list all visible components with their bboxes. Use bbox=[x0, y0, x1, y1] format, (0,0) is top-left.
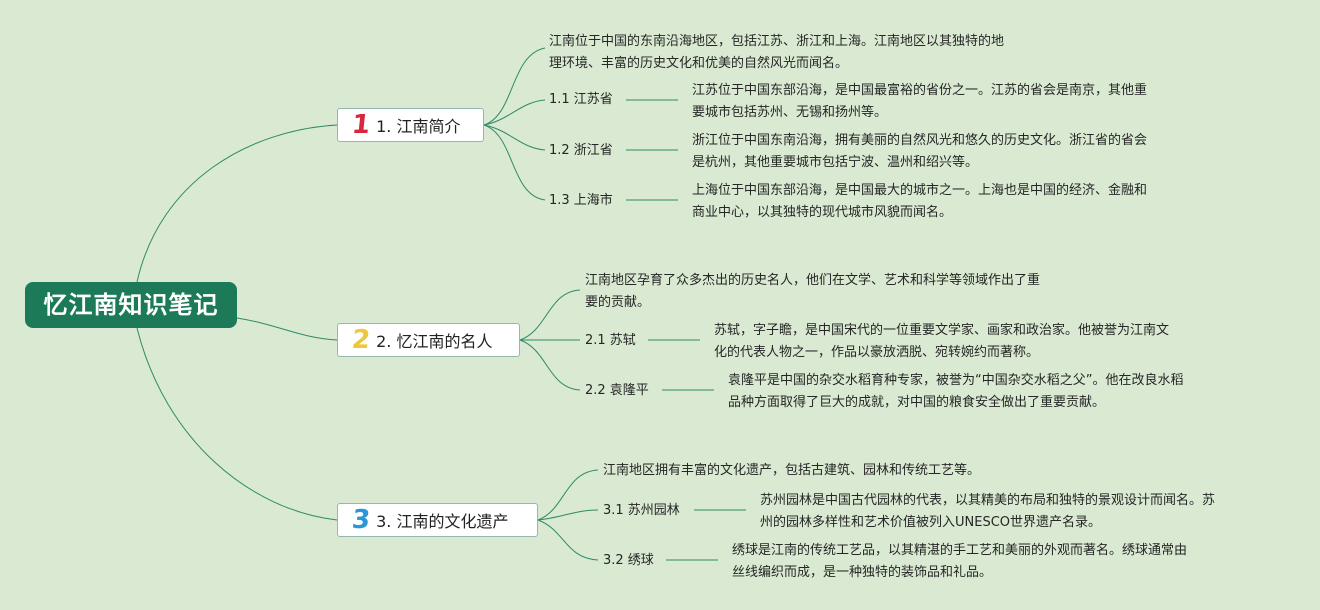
topic-summary: 江南地区拥有丰富的文化遗产，包括古建筑、园林和传统工艺等。 bbox=[603, 463, 981, 478]
number-2-icon: 2 bbox=[350, 325, 372, 355]
topic-label: 3. 江南的文化遗产 bbox=[376, 512, 509, 531]
root-title: 忆江南知识笔记 bbox=[43, 291, 219, 319]
link-t3-c2 bbox=[537, 519, 599, 561]
subtopic-description: 江苏位于中国东部沿海，是中国最富裕的省份之一。江苏的省会是南京，其他重 要城市包… bbox=[692, 83, 1148, 120]
link-root-topic-2 bbox=[236, 317, 338, 341]
number-3-icon: 3 bbox=[350, 505, 372, 535]
subtopic-embroidered-ball[interactable]: 3.2 绣球 bbox=[603, 553, 654, 568]
topic-cultural-heritage[interactable]: 3 3. 江南的文化遗产 bbox=[337, 503, 538, 537]
topic-jiangnan-celebrities[interactable]: 2 2. 忆江南的名人 bbox=[337, 323, 520, 357]
subtopic-description: 苏州园林是中国古代园林的代表，以其精美的布局和独特的景观设计而闻名。苏 州的园林… bbox=[760, 493, 1216, 530]
topic-summary: 江南地区孕育了众多杰出的历史名人，他们在文学、艺术和科学等领域作出了重 要的贡献… bbox=[585, 273, 1041, 310]
link-t2-c2 bbox=[519, 339, 581, 391]
link-root-topic-1 bbox=[136, 124, 338, 283]
subtopic-description: 上海位于中国东部沿海，是中国最大的城市之一。上海也是中国的经济、金融和 商业中心… bbox=[692, 183, 1148, 220]
topic-jiangnan-intro[interactable]: 1 1. 江南简介 bbox=[337, 108, 484, 142]
link-t3-c1 bbox=[537, 509, 599, 521]
link-t1-c1 bbox=[483, 99, 546, 126]
link-t1-summary bbox=[483, 47, 546, 126]
subtopic-zhejiang[interactable]: 1.2 浙江省 bbox=[549, 143, 613, 158]
subtopic-jiangsu[interactable]: 1.1 江苏省 bbox=[549, 92, 613, 107]
subtopic-yuan-longping[interactable]: 2.2 袁隆平 bbox=[585, 383, 649, 398]
link-t3-summary bbox=[537, 469, 599, 521]
subtopic-description: 袁隆平是中国的杂交水稻育种专家，被誉为“中国杂交水稻之父”。他在改良水稻 品种方… bbox=[728, 373, 1184, 410]
number-1-icon: 1 bbox=[350, 110, 372, 140]
subtopic-shanghai[interactable]: 1.3 上海市 bbox=[549, 193, 613, 208]
link-t2-summary bbox=[519, 289, 581, 341]
subtopic-description: 绣球是江南的传统工艺品，以其精湛的手工艺和美丽的外观而著名。绣球通常由 丝线编织… bbox=[732, 543, 1188, 580]
subtopic-suzhou-gardens[interactable]: 3.1 苏州园林 bbox=[603, 503, 680, 518]
link-root-topic-3 bbox=[136, 327, 338, 521]
topic-label: 1. 江南简介 bbox=[376, 117, 461, 136]
subtopic-description: 苏轼，字子瞻，是中国宋代的一位重要文学家、画家和政治家。他被誉为江南文 化的代表… bbox=[714, 323, 1170, 360]
subtopic-description: 浙江位于中国东南沿海，拥有美丽的自然风光和悠久的历史文化。浙江省的省会 是杭州，… bbox=[692, 133, 1148, 170]
link-t1-c3 bbox=[483, 124, 546, 201]
subtopic-su-shi[interactable]: 2.1 苏轼 bbox=[585, 333, 636, 348]
topic-label: 2. 忆江南的名人 bbox=[376, 332, 493, 351]
link-t1-c2 bbox=[483, 124, 546, 151]
topic-summary: 江南位于中国的东南沿海地区，包括江苏、浙江和上海。江南地区以其独特的地 理环境、… bbox=[549, 34, 1005, 71]
root-topic[interactable]: 忆江南知识笔记 bbox=[25, 282, 237, 328]
